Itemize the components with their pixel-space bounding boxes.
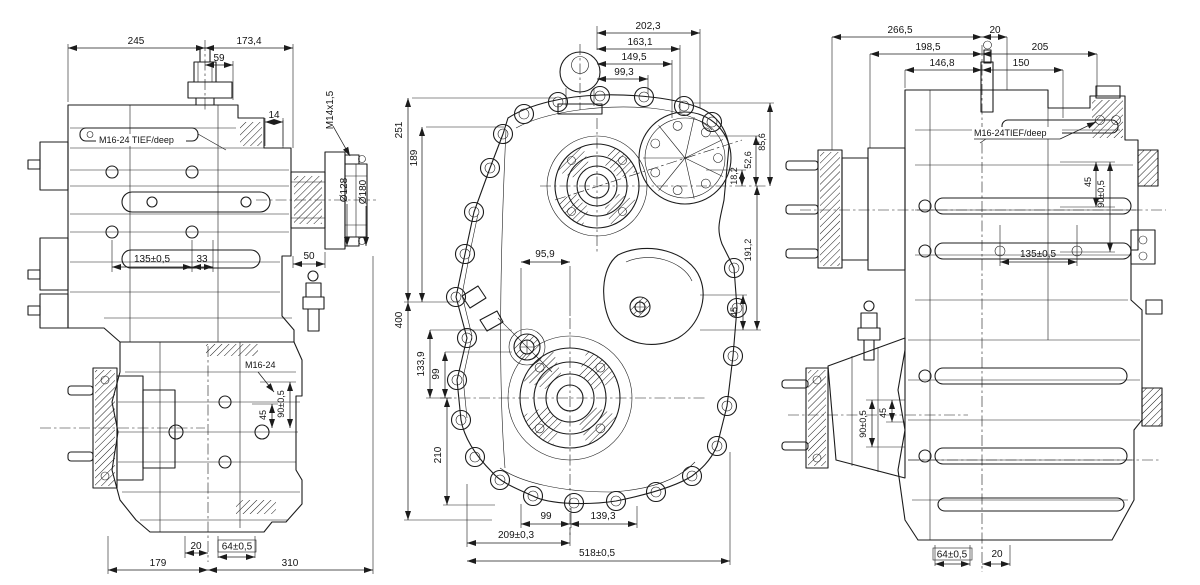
dim-label-20-bottom-right: 20 — [991, 549, 1003, 560]
front-view-centerlines — [440, 44, 768, 535]
left-view: 245 173,4 59 14 M14x1,5 Ø128 Ø180 50 135… — [27, 36, 376, 574]
dim-label-90-right-vert: 90±0,5 — [1096, 180, 1106, 207]
dim-label-191-2: 191,2 — [743, 239, 753, 262]
dim-label-400: 400 — [394, 311, 405, 328]
dim-label-266-5: 266,5 — [887, 25, 912, 36]
left-view-centerlines — [40, 40, 376, 562]
dim-label-m14: M14x1,5 — [325, 90, 336, 129]
front-view-detents — [461, 285, 504, 332]
dim-label-245: 245 — [128, 36, 145, 47]
front-view-housing — [455, 94, 738, 505]
right-view: 266,5 20 198,5 205 146,8 150 M16-24TIEF/… — [781, 25, 1166, 572]
front-view-input-hub — [546, 135, 648, 237]
right-view-centerlines — [788, 45, 1166, 572]
right-view-shift-tower — [1092, 85, 1123, 138]
dim-label-146-8: 146,8 — [929, 58, 954, 69]
dim-label-189: 189 — [409, 149, 420, 166]
dim-label-205: 205 — [1032, 42, 1049, 53]
right-view-side-attachments — [1130, 149, 1163, 427]
dim-label-90-vert: 90±0,5 — [276, 390, 286, 417]
left-view-lower-housing — [111, 341, 303, 533]
dim-label-52-6: 52,6 — [743, 151, 753, 169]
dim-label-251: 251 — [394, 121, 405, 138]
dim-label-50: 50 — [303, 251, 315, 262]
right-view-housing — [867, 89, 1143, 541]
dim-label-135-right: 135±0,5 — [1020, 249, 1057, 260]
dim-label-210: 210 — [433, 446, 444, 463]
left-view-shift-tower — [187, 47, 233, 106]
dim-label-179: 179 — [150, 558, 167, 569]
front-view: 202,3 163,1 149,5 99,3 251 189 400 133,9… — [394, 21, 774, 565]
dim-label-173-4: 173,4 — [236, 36, 261, 47]
right-view-input-flange — [785, 149, 869, 269]
right-view-dimensions: 266,5 20 198,5 205 146,8 150 M16-24TIEF/… — [831, 25, 1115, 567]
front-view-kidney-opening — [603, 247, 704, 345]
note-thread-tief: M16-24 TIEF/deep — [99, 135, 174, 145]
left-view-housing — [27, 104, 295, 343]
dim-label-dia128: Ø128 — [339, 177, 350, 202]
note-thread-tief-right: M16-24TIEF/deep — [974, 128, 1047, 138]
dim-label-310: 310 — [282, 558, 299, 569]
dim-label-133-9: 133,9 — [416, 351, 427, 376]
dim-label-149-5: 149,5 — [621, 52, 646, 63]
dim-label-99-bottom: 99 — [540, 511, 552, 522]
dim-label-45-left-vert: 45 — [878, 408, 888, 418]
dim-label-95-9: 95,9 — [535, 249, 555, 260]
front-view-bolt-bosses — [445, 85, 748, 514]
dim-label-99-vert: 99 — [431, 368, 442, 380]
left-view-pressure-valve — [302, 270, 325, 332]
dim-label-99-3: 99,3 — [614, 67, 634, 78]
dim-label-198-5: 198,5 — [915, 42, 940, 53]
dim-label-85-6: 85,6 — [757, 133, 767, 151]
left-view-output-flange — [290, 151, 368, 250]
dim-label-14: 14 — [268, 110, 280, 121]
dim-label-139-3: 139,3 — [590, 511, 615, 522]
dim-label-202-3: 202,3 — [635, 21, 660, 32]
dim-label-90-left-vert: 90±0,5 — [858, 410, 868, 437]
left-view-dimensions: 245 173,4 59 14 M14x1,5 Ø128 Ø180 50 135… — [67, 36, 374, 574]
dim-label-150: 150 — [1013, 58, 1030, 69]
dim-label-209: 209±0,3 — [498, 530, 535, 541]
right-view-output-cone — [781, 337, 906, 479]
dim-label-45-vert: 45 — [258, 410, 268, 420]
dim-label-45-right: 45 — [729, 307, 739, 317]
front-view-oil-pump — [497, 317, 553, 373]
dim-label-20-bottom: 20 — [190, 541, 202, 552]
dim-label-45-right-vert: 45 — [1083, 177, 1093, 187]
front-view-dimensions: 202,3 163,1 149,5 99,3 251 189 400 133,9… — [394, 21, 774, 565]
dim-label-dia180: Ø180 — [358, 179, 369, 204]
dim-label-163-1: 163,1 — [627, 37, 652, 48]
right-view-pressure-valve — [857, 300, 881, 361]
dim-label-135: 135±0,5 — [134, 254, 171, 265]
dim-label-518: 518±0,5 — [579, 548, 616, 559]
dim-label-33: 33 — [196, 254, 208, 265]
note-thread-m16: M16-24 — [245, 360, 276, 370]
right-view-breather — [980, 40, 994, 113]
dim-label-20-top: 20 — [989, 25, 1001, 36]
dim-label-64-bottom-right: 64±0,5 — [937, 550, 968, 561]
dim-label-59: 59 — [213, 53, 225, 64]
dim-label-18-2: 18,2 — [729, 167, 739, 185]
dim-label-64-bottom: 64±0,5 — [222, 542, 253, 553]
